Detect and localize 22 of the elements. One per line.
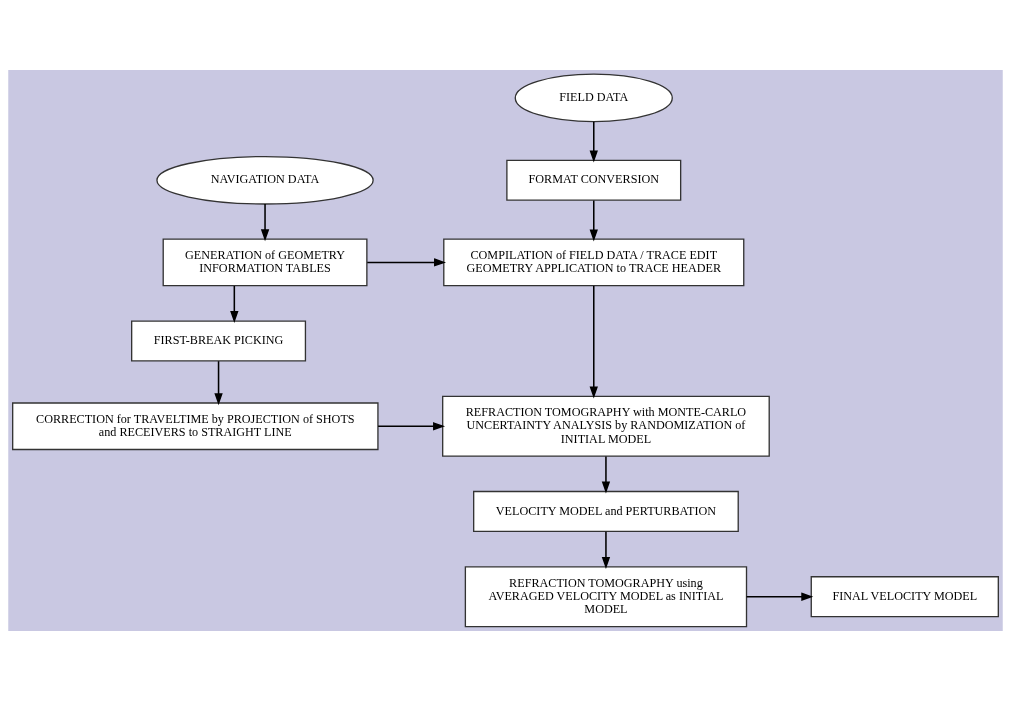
arrow bbox=[260, 203, 270, 242]
node-box: FORMAT CONVERSION bbox=[506, 159, 682, 201]
arrow bbox=[589, 199, 598, 242]
node-ellipse: FIELD DATA bbox=[514, 73, 673, 123]
arrow bbox=[745, 592, 814, 601]
node-box: FINAL VELOCITY MODEL bbox=[810, 576, 999, 618]
arrow bbox=[366, 258, 446, 267]
node-ellipse: NAVIGATION DATA bbox=[156, 155, 374, 205]
arrow bbox=[601, 530, 611, 569]
arrow bbox=[377, 422, 446, 431]
node-box: REFRACTION TOMOGRAPHY using AVERAGED VELOCITY MODEL as INITIAL MODEL bbox=[464, 566, 748, 628]
arrow bbox=[230, 285, 239, 323]
arrow bbox=[589, 285, 598, 399]
node-box: REFRACTION TOMOGRAPHY with MONTE-CARLO UNCERTAINTY ANALYSIS by RANDOMIZATION of INITIAL MODEL bbox=[442, 395, 770, 457]
node-box: COMPILATION of FIELD DATA / TRACE EDIT GEOMETRY APPLICATION to TRACE HEADER bbox=[443, 238, 745, 287]
arrow bbox=[214, 360, 223, 406]
node-box: FIRST-BREAK PICKING bbox=[131, 320, 307, 362]
arrow bbox=[589, 120, 598, 163]
node-box: GENERATION of GEOMETRY INFORMATION TABLES bbox=[162, 238, 368, 287]
arrow bbox=[601, 455, 611, 494]
node-box: VELOCITY MODEL and PERTURBATION bbox=[473, 490, 739, 533]
node-box: CORRECTION for TRAVELTIME by PROJECTION of SHOTS and RECEIVERS to STRAIGHT LINE bbox=[12, 402, 379, 451]
